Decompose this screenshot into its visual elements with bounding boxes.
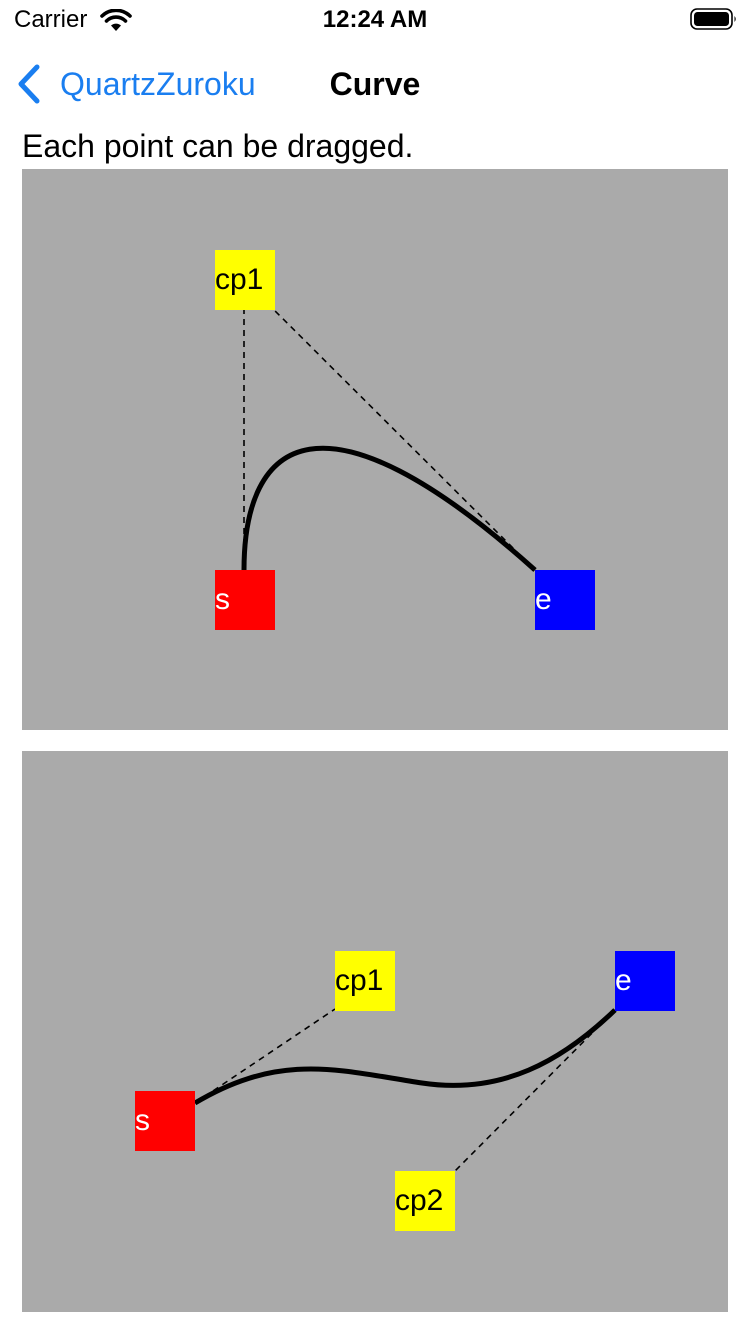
status-bar: Carrier 12:24 AM [0,0,750,40]
back-button-label: QuartzZuroku [60,65,256,102]
status-time: 12:24 AM [322,6,428,33]
start-point-label: s [215,583,230,616]
instructions-text: Each point can be dragged. [22,128,414,164]
cubic-curve-canvas[interactable]: s e cp1 cp2 [22,751,728,1312]
wifi-icon [100,9,132,31]
page-title-text: Curve [329,66,421,102]
end-point-handle[interactable]: e [535,570,595,630]
carrier-label: Carrier [14,6,88,33]
quadratic-curve-path [241,445,537,572]
quadratic-curve-drawing [241,279,537,600]
quadratic-curve-canvas[interactable]: s e cp1 [22,169,728,730]
cp1-to-end-guide [243,279,536,571]
cubic-curve-path [193,1008,617,1106]
end-point-handle[interactable]: e [615,951,675,1011]
control-point-2-label: cp2 [395,1184,444,1217]
chevron-left-icon [18,64,40,104]
start-point-label: s [135,1104,150,1137]
cubic-curve-drawing [193,1008,617,1172]
end-point-label: e [535,583,552,616]
start-point-handle[interactable]: s [135,1091,195,1151]
end-to-cp2-guide [454,1009,616,1172]
back-button[interactable]: QuartzZuroku [16,62,256,106]
end-point-label: e [615,964,632,997]
control-point-1-label: cp1 [335,964,384,997]
start-point-handle[interactable]: s [215,570,275,630]
control-point-1-handle[interactable]: cp1 [335,951,395,1011]
control-point-1-handle[interactable]: cp1 [215,250,275,310]
control-point-2-handle[interactable]: cp2 [395,1171,455,1231]
navigation-bar: Curve QuartzZuroku [0,44,750,132]
control-point-1-label: cp1 [215,263,264,296]
page-title: Curve [0,66,750,103]
battery-icon [690,8,736,30]
